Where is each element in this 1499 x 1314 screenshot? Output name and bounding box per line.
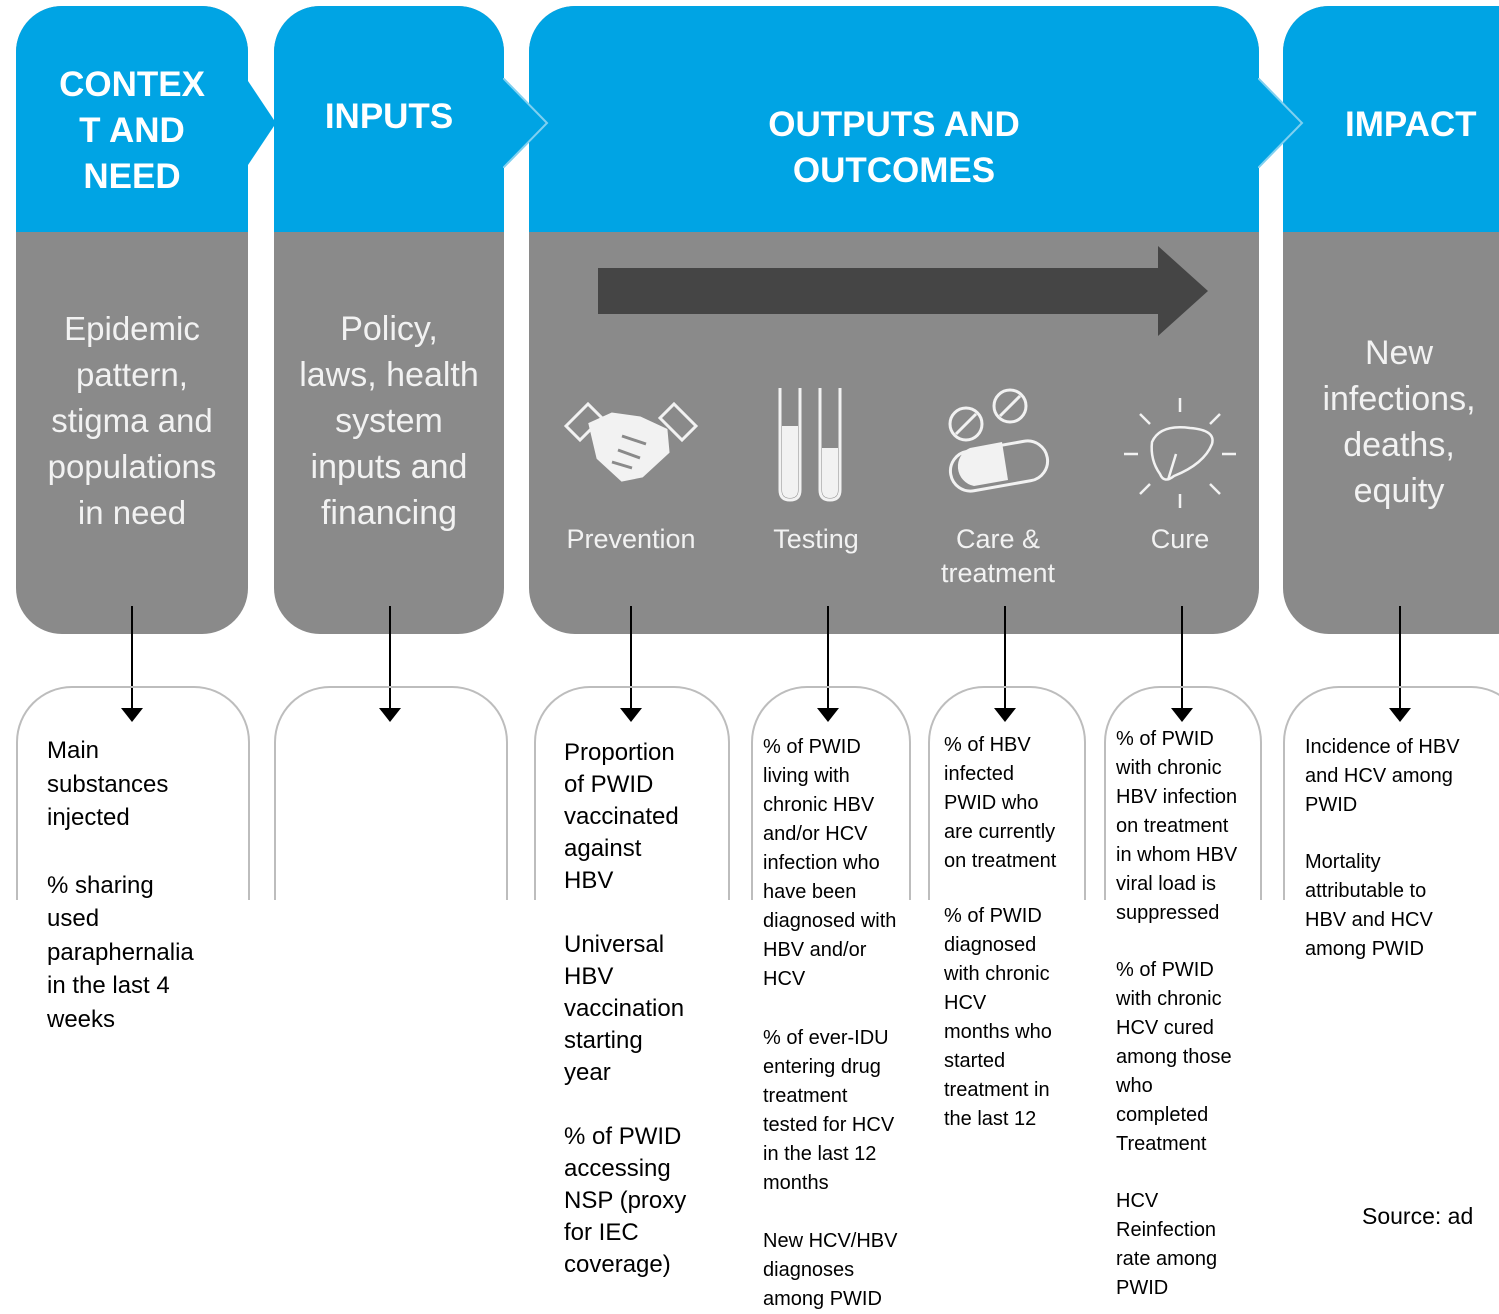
impact-title: IMPACT: [1283, 6, 1499, 232]
stage-label-prevention: Prevention: [566, 524, 696, 554]
chevron-right-icon: [503, 78, 549, 168]
indicator-text: % sharing used paraphernalia in the last…: [47, 871, 194, 1033]
indicators-prevention: Proportion of PWID vaccinated against HB…: [564, 737, 724, 1281]
indicator-box-testing: [751, 686, 911, 988]
chevron-right-icon: [246, 78, 276, 168]
indicator-text: Universal HBV vaccination starting year: [564, 931, 685, 1086]
indicators-cure: % of PWID with chronic HBV infection on …: [1116, 725, 1276, 1303]
indicator-box-impact: [1283, 686, 1499, 988]
impact-body: New infections, deaths, equity: [1322, 334, 1476, 510]
column-context: CONTEX T AND NEED Epidemic pattern, stig…: [16, 6, 248, 634]
indicator-text: % of PWID living with chronic HBV and/or…: [763, 736, 897, 990]
indicator-box-prevention: [534, 686, 730, 988]
stage-label-care: Care & treatment: [940, 524, 1056, 588]
test-tubes-icon: [778, 388, 842, 502]
context-body: Epidemic pattern, stigma and populations…: [47, 310, 217, 531]
inputs-title: INPUTS: [274, 6, 504, 232]
arrow-head-icon: [994, 708, 1016, 722]
indicator-text: % of PWID with chronic HCV cured among t…: [1116, 959, 1232, 1155]
connector-arrow: [630, 606, 632, 710]
indicator-box-cure: [1104, 686, 1262, 988]
page-background: [0, 900, 1499, 1303]
stage-label-testing: Testing: [773, 524, 859, 554]
source-note: Source: ad: [1362, 1203, 1474, 1229]
indicator-text: % of HBV infected PWID who are currently…: [944, 734, 1057, 872]
indicator-text: Incidence of HBV and HCV among PWID: [1305, 736, 1460, 816]
arrow-head-icon: [121, 708, 143, 722]
arrow-head-icon: [817, 708, 839, 722]
column-outputs: OUTPUTS AND OUTCOMES: [529, 6, 1259, 634]
indicators-context: Main substances injected % sharing used …: [47, 734, 247, 1036]
column-impact: IMPACT New infections, deaths, equity: [1283, 6, 1499, 634]
indicator-text: New HCV/HBV diagnoses among PWID: [763, 1230, 898, 1310]
indicator-text: % of PWID accessing NSP (proxy for IEC c…: [564, 1123, 687, 1278]
indicators-impact: Incidence of HBV and HCV among PWID Mort…: [1305, 733, 1499, 964]
arrow-head-icon: [1171, 708, 1193, 722]
connector-arrow: [131, 606, 133, 710]
indicator-text: % of PWID with chronic HBV infection on …: [1116, 728, 1238, 924]
progress-arrow-icon: [598, 246, 1208, 336]
indicators-care: % of HBV infected PWID who are currently…: [944, 731, 1094, 1134]
connector-arrow: [827, 606, 829, 710]
connector-arrow: [1004, 606, 1006, 710]
context-title: CONTEX T AND NEED: [16, 6, 248, 232]
connector-arrow: [1399, 606, 1401, 710]
stage-label-cure: Cure: [1150, 524, 1210, 554]
indicator-text: % of PWID diagnosed with chronic HCV mon…: [944, 905, 1052, 1130]
inputs-body: Policy, laws, health system inputs and f…: [299, 310, 479, 532]
indicator-text: % of ever-IDU entering drug treatment te…: [763, 1027, 895, 1194]
liver-icon: [1124, 398, 1236, 508]
connector-arrow: [1181, 606, 1183, 710]
chevron-right-icon: [1258, 78, 1304, 168]
indicator-box-inputs: [274, 686, 508, 988]
indicator-text: Proportion of PWID vaccinated against HB…: [564, 739, 679, 894]
indicator-text: Main substances injected: [47, 737, 169, 831]
handshake-icon: [563, 401, 699, 482]
indicator-box-context: [16, 686, 250, 988]
arrow-head-icon: [379, 708, 401, 722]
column-inputs: INPUTS Policy, laws, health system input…: [274, 6, 504, 634]
connector-arrow: [389, 606, 391, 710]
indicator-text: HCV Reinfection rate among PWID: [1116, 1190, 1218, 1299]
indicator-box-care: [928, 686, 1086, 988]
indicators-testing: % of PWID living with chronic HBV and/or…: [763, 733, 933, 1314]
outputs-title: OUTPUTS AND OUTCOMES: [529, 6, 1259, 232]
arrow-head-icon: [1389, 708, 1411, 722]
pills-icon: [948, 388, 1050, 493]
arrow-head-icon: [620, 708, 642, 722]
indicator-text: Mortality attributable to HBV and HCV am…: [1305, 851, 1433, 960]
